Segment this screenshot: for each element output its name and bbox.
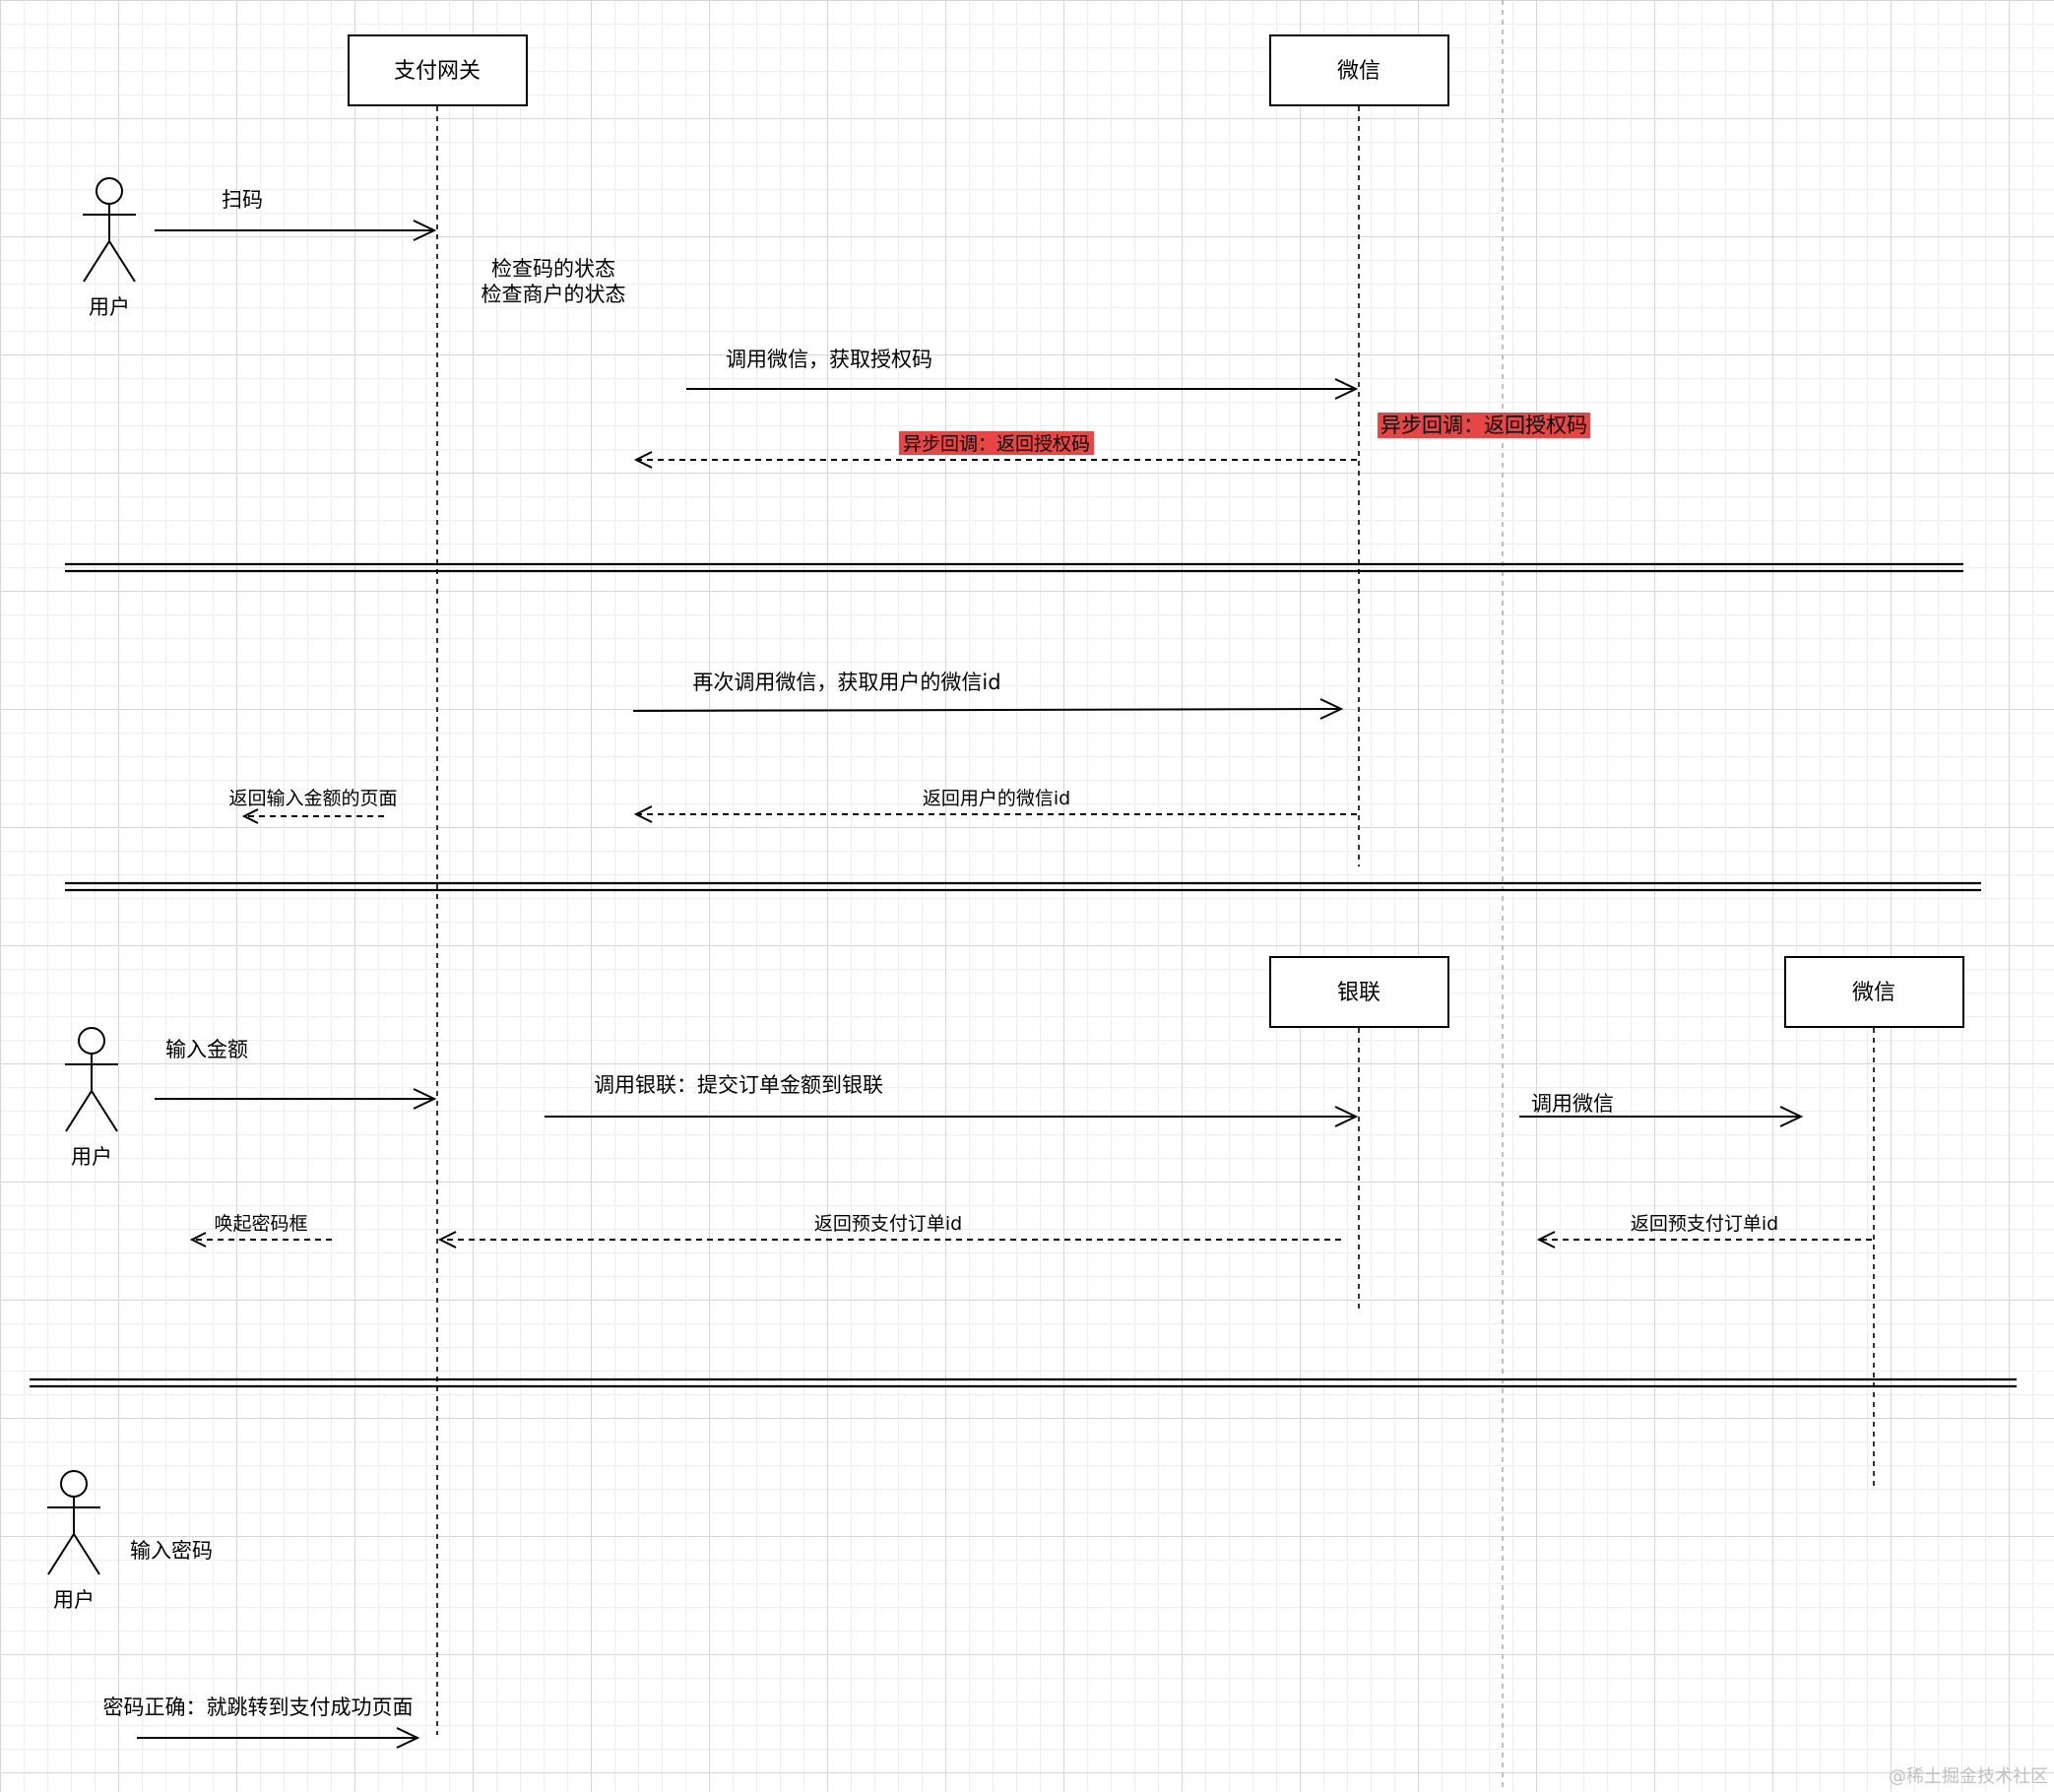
msg-call-wechat-label: 调用微信 [1531, 1092, 1614, 1116]
actor-user-1-label: 用户 [89, 295, 130, 319]
msg-async-return-arrow [633, 451, 1357, 469]
async-return-highlight [899, 431, 1094, 455]
actor-user-2-label: 用户 [71, 1145, 112, 1169]
participant-unionpay-label: 银联 [1337, 981, 1380, 1005]
async-note-highlight [1378, 413, 1590, 438]
msg-call-unionpay-arrow [545, 1106, 1359, 1127]
actor-user-3[interactable] [47, 1470, 100, 1575]
msg-open-password-box-label: 唤起密码框 [214, 1213, 307, 1235]
participant-wechat[interactable]: 微信 [1269, 34, 1449, 106]
msg-scan-label: 扫码 [222, 188, 263, 212]
async-note-label: 异步回调：返回授权码 [1380, 414, 1587, 437]
msg-return-wechat-id-label: 返回用户的微信id [923, 788, 1070, 809]
msg-return-wechat-id-arrow [633, 805, 1357, 823]
msg-scan-arrow [155, 220, 437, 241]
msg-open-password-box-arrow [189, 1232, 332, 1248]
participant-wechat-2[interactable]: 微信 [1784, 956, 1964, 1028]
separator-2 [65, 881, 1981, 892]
participant-gateway-label: 支付网关 [394, 59, 481, 84]
msg-input-amount-arrow [155, 1088, 437, 1110]
msg-password-ok-label: 密码正确：就跳转到支付成功页面 [103, 1696, 414, 1719]
msg-call-wechat-arrow [1519, 1106, 1804, 1127]
separator-1 [65, 562, 1963, 573]
msg-return-prepay-id-2-label: 返回预支付订单id [1631, 1213, 1778, 1235]
msg-return-prepay-id-arrow [437, 1231, 1341, 1248]
actor-user-3-label: 用户 [53, 1588, 95, 1612]
async-return-label: 异步回调：返回授权码 [903, 433, 1090, 455]
msg-call-wechat-id-label: 再次调用微信，获取用户的微信id [692, 671, 1000, 694]
msg-call-wechat-id-arrow [632, 698, 1344, 720]
participant-wechat-2-label: 微信 [1852, 981, 1895, 1005]
participant-gateway[interactable]: 支付网关 [348, 34, 528, 106]
watermark: @稀土掘金技术社区 [1889, 1766, 2048, 1787]
msg-return-prepay-id-label: 返回预支付订单id [814, 1213, 962, 1235]
separator-3 [30, 1377, 2017, 1388]
msg-call-wechat-auth-arrow [686, 378, 1359, 400]
actor-user-1[interactable] [83, 177, 136, 283]
msg-return-amount-page-arrow [241, 808, 384, 824]
msg-return-amount-page-label: 返回输入金额的页面 [228, 788, 397, 809]
actor-user-2[interactable] [65, 1027, 118, 1132]
participant-wechat-label: 微信 [1337, 59, 1380, 84]
msg-input-password-label: 输入密码 [130, 1539, 213, 1563]
msg-call-wechat-auth-label: 调用微信，获取授权码 [726, 348, 932, 371]
msg-input-amount-label: 输入金额 [165, 1038, 248, 1061]
msg-return-prepay-id-2-arrow [1536, 1231, 1872, 1248]
msg-password-ok-arrow [137, 1727, 420, 1749]
note-check-code: 检查码的状态 [491, 257, 615, 281]
msg-call-unionpay-label: 调用银联：提交订单金额到银联 [594, 1073, 883, 1097]
participant-unionpay[interactable]: 银联 [1269, 956, 1449, 1028]
note-check-merchant: 检查商户的状态 [481, 283, 626, 306]
